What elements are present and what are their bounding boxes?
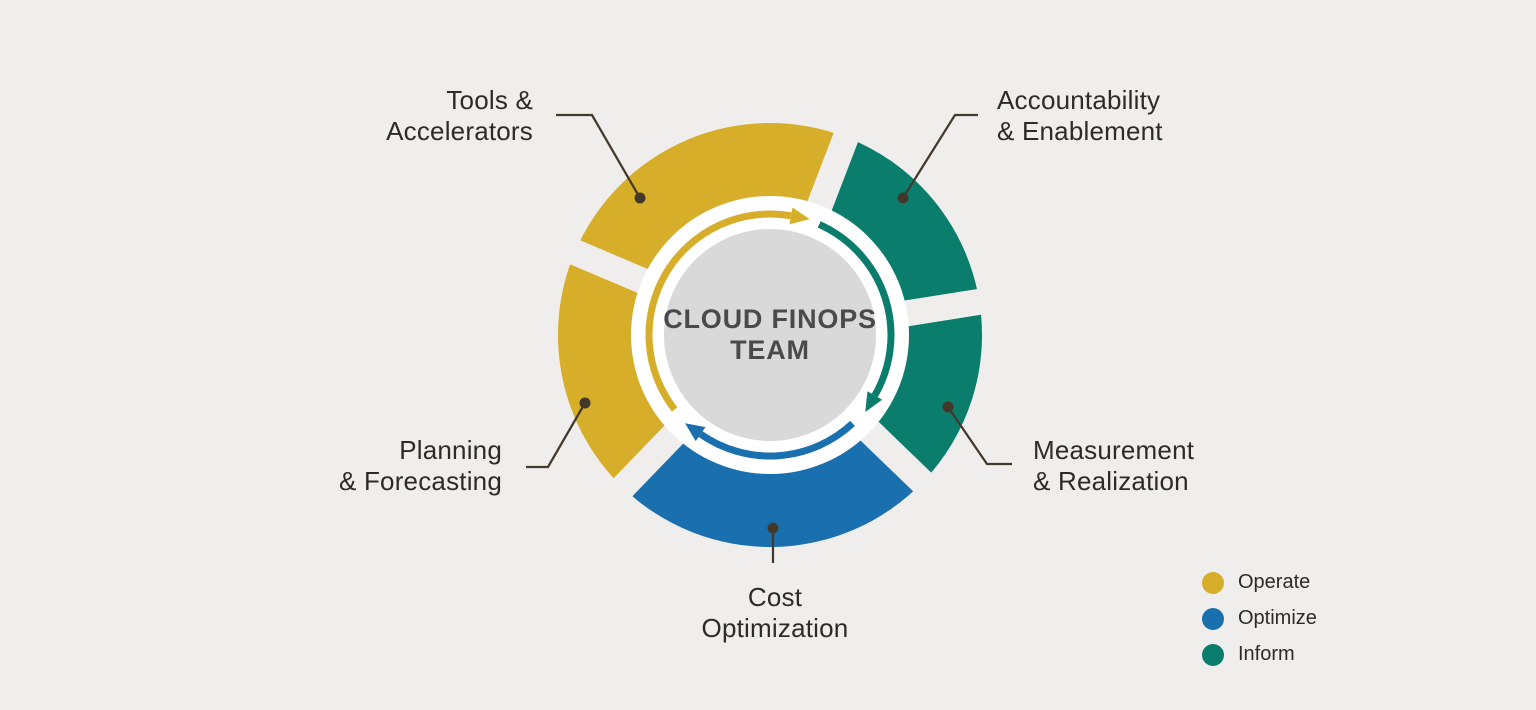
label-line: Planning bbox=[399, 435, 502, 465]
center-title-line2: FINOPS TEAM bbox=[730, 304, 877, 365]
legend-item-operate: Operate bbox=[1202, 571, 1317, 594]
label-line: Tools & bbox=[446, 85, 533, 115]
label-line: Measurement bbox=[1033, 435, 1195, 465]
label-line: Accelerators bbox=[386, 116, 533, 146]
label-line: Optimization bbox=[701, 613, 849, 643]
connector-line-measurement-realization bbox=[947, 406, 1012, 466]
label-line: Cost bbox=[747, 582, 803, 612]
legend: Operate Optimize Inform bbox=[1202, 571, 1317, 679]
cycle-arrow-arc-inform bbox=[817, 221, 895, 398]
connector-dot-accountability-enablement bbox=[897, 192, 909, 204]
label-line: & Enablement bbox=[997, 116, 1163, 146]
segment-label-cost-optimization: Cost Optimization bbox=[655, 582, 895, 644]
connector-line-tools-accelerators bbox=[556, 113, 641, 199]
connector-dot-cost-optimization bbox=[767, 522, 779, 534]
segment-accountability-enablement bbox=[819, 137, 980, 314]
center-title: CLOUD FINOPS TEAM bbox=[645, 304, 895, 366]
connector-dot-measurement-realization bbox=[942, 401, 954, 413]
optimize-color-dot bbox=[1202, 607, 1224, 630]
cycle-arrowhead-operate bbox=[789, 207, 810, 225]
inform-color-dot bbox=[1202, 643, 1224, 666]
operate-color-dot bbox=[1202, 571, 1224, 594]
segment-planning-forecasting bbox=[558, 252, 675, 488]
center-circle bbox=[664, 229, 876, 441]
segment-tools-accelerators bbox=[574, 123, 846, 282]
connector-line-planning-forecasting bbox=[526, 402, 586, 469]
label-line: Accountability bbox=[997, 85, 1161, 115]
legend-label: Inform bbox=[1238, 643, 1295, 665]
connector-dot-planning-forecasting bbox=[579, 397, 591, 409]
center-title-line1: CLOUD bbox=[663, 304, 764, 334]
segment-label-tools-accelerators: Tools & Accelerators bbox=[293, 85, 533, 147]
label-line: & Realization bbox=[1033, 466, 1189, 496]
legend-item-optimize: Optimize bbox=[1202, 607, 1317, 630]
cycle-arrowhead-inform bbox=[865, 391, 883, 412]
segment-label-planning-forecasting: Planning & Forecasting bbox=[262, 435, 502, 497]
connector-dot-tools-accelerators bbox=[634, 192, 646, 204]
segment-cost-optimization bbox=[622, 430, 923, 548]
segment-label-accountability-enablement: Accountability & Enablement bbox=[997, 85, 1163, 147]
segment-measurement-realization bbox=[869, 301, 983, 483]
cycle-arrow-arc-optimize bbox=[698, 420, 855, 460]
legend-item-inform: Inform bbox=[1202, 643, 1317, 666]
legend-label: Operate bbox=[1238, 571, 1311, 593]
connector-line-accountability-enablement bbox=[902, 113, 978, 199]
cycle-arrow-arc-operate bbox=[645, 210, 792, 412]
legend-label: Optimize bbox=[1238, 607, 1317, 629]
label-line: & Forecasting bbox=[338, 466, 502, 496]
cycle-arrowhead-optimize bbox=[685, 423, 706, 442]
segment-label-measurement-realization: Measurement & Realization bbox=[1033, 435, 1194, 497]
